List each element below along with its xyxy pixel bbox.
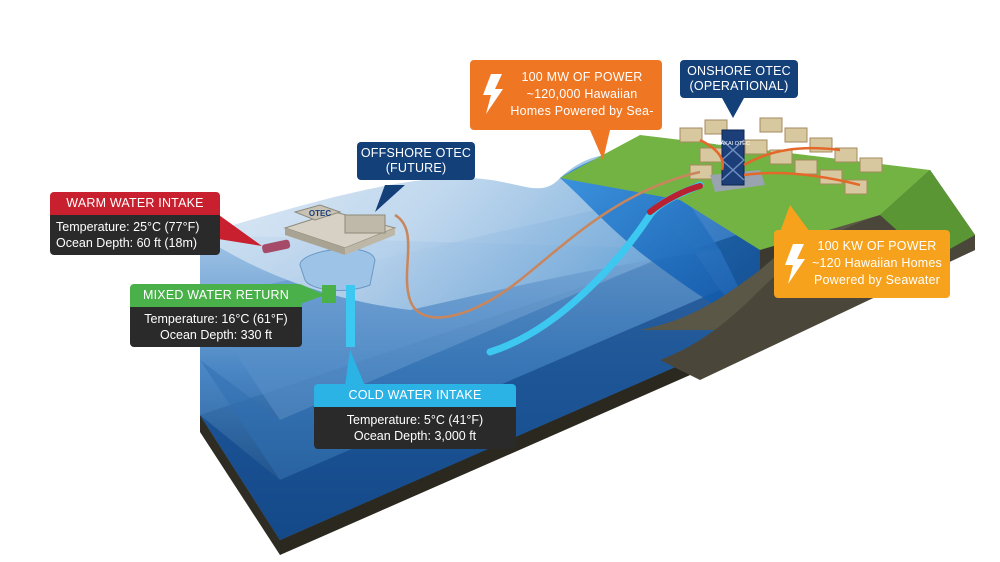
onshore-line1: ONSHORE OTEC: [687, 64, 791, 78]
power-100mw-callout: 100 MW OF POWER ~120,000 Hawaiian Homes …: [470, 60, 662, 130]
onshore-otec-tower: MAKAI OTEC: [710, 129, 765, 192]
cold-intake-pipe: [346, 285, 355, 347]
mixed-pointer: [300, 284, 325, 304]
cold-intake-title: COLD WATER INTAKE: [314, 384, 516, 407]
mw-pointer: [590, 130, 610, 160]
platform-label: OTEC: [309, 209, 331, 218]
offshore-power-cable: [394, 170, 701, 319]
cold-water-intake-callout: COLD WATER INTAKE Temperature: 5°C (41°F…: [314, 384, 516, 449]
power-100mw-line1: 100 MW OF POWER: [521, 70, 643, 84]
power-100kw-line1: 100 KW OF POWER: [817, 239, 937, 253]
power-100kw-line3: Powered by Seawater: [813, 273, 941, 287]
onshore-pointer: [722, 98, 744, 118]
kw-pointer: [780, 205, 810, 232]
mixed-return-depth: Ocean Depth: 330 ft: [160, 328, 272, 342]
warm-intake-pipe: [262, 239, 291, 254]
cold-intake-temperature: Temperature: 5°C (41°F): [346, 413, 484, 427]
lightning-bolt-icon: [785, 244, 805, 284]
mixed-return-pipe: [322, 285, 336, 303]
mixed-return-details: Temperature: 16°C (61°F) Ocean Depth: 33…: [130, 307, 302, 347]
mixed-return-title: MIXED WATER RETURN: [130, 284, 302, 307]
land-top: [560, 135, 930, 250]
offshore-platform: OTEC: [283, 204, 397, 291]
cold-intake-details: Temperature: 5°C (41°F) Ocean Depth: 3,0…: [314, 407, 516, 449]
mixed-water-return-callout: MIXED WATER RETURN Temperature: 16°C (61…: [130, 284, 302, 347]
cold-intake-depth: Ocean Depth: 3,000 ft: [353, 429, 477, 443]
cold-pointer: [345, 350, 365, 386]
warm-intake-title: WARM WATER INTAKE: [50, 192, 220, 215]
warm-intake-details: Temperature: 25°C (77°F) Ocean Depth: 60…: [50, 215, 220, 255]
warm-intake-depth: Ocean Depth: 60 ft (18m): [56, 236, 198, 250]
offshore-line1: OFFSHORE OTEC: [360, 146, 472, 160]
warm-water-intake-callout: WARM WATER INTAKE Temperature: 25°C (77°…: [50, 192, 220, 255]
tower-label: MAKAI OTEC: [716, 141, 750, 147]
offshore-line2: (FUTURE): [385, 161, 447, 175]
offshore-pointer: [375, 185, 405, 212]
warm-pointer: [212, 210, 262, 246]
lightning-bolt-icon: [483, 74, 503, 114]
onshore-warm-pipe: [647, 183, 703, 215]
power-100kw-line2: ~120 Hawaiian Homes: [812, 256, 942, 270]
warm-intake-temperature: Temperature: 25°C (77°F): [56, 220, 200, 234]
offshore-otec-callout: OFFSHORE OTEC (FUTURE): [357, 142, 475, 180]
power-100mw-line3: Homes Powered by Sea-: [510, 104, 654, 118]
onshore-otec-callout: ONSHORE OTEC (OPERATIONAL): [680, 60, 798, 98]
mixed-return-temperature: Temperature: 16°C (61°F): [144, 312, 288, 326]
power-100kw-callout: 100 KW OF POWER ~120 Hawaiian Homes Powe…: [774, 230, 950, 298]
power-cables: [699, 138, 861, 187]
power-100mw-line2: ~120,000 Hawaiian: [526, 87, 638, 101]
onshore-line2: (OPERATIONAL): [689, 79, 789, 93]
